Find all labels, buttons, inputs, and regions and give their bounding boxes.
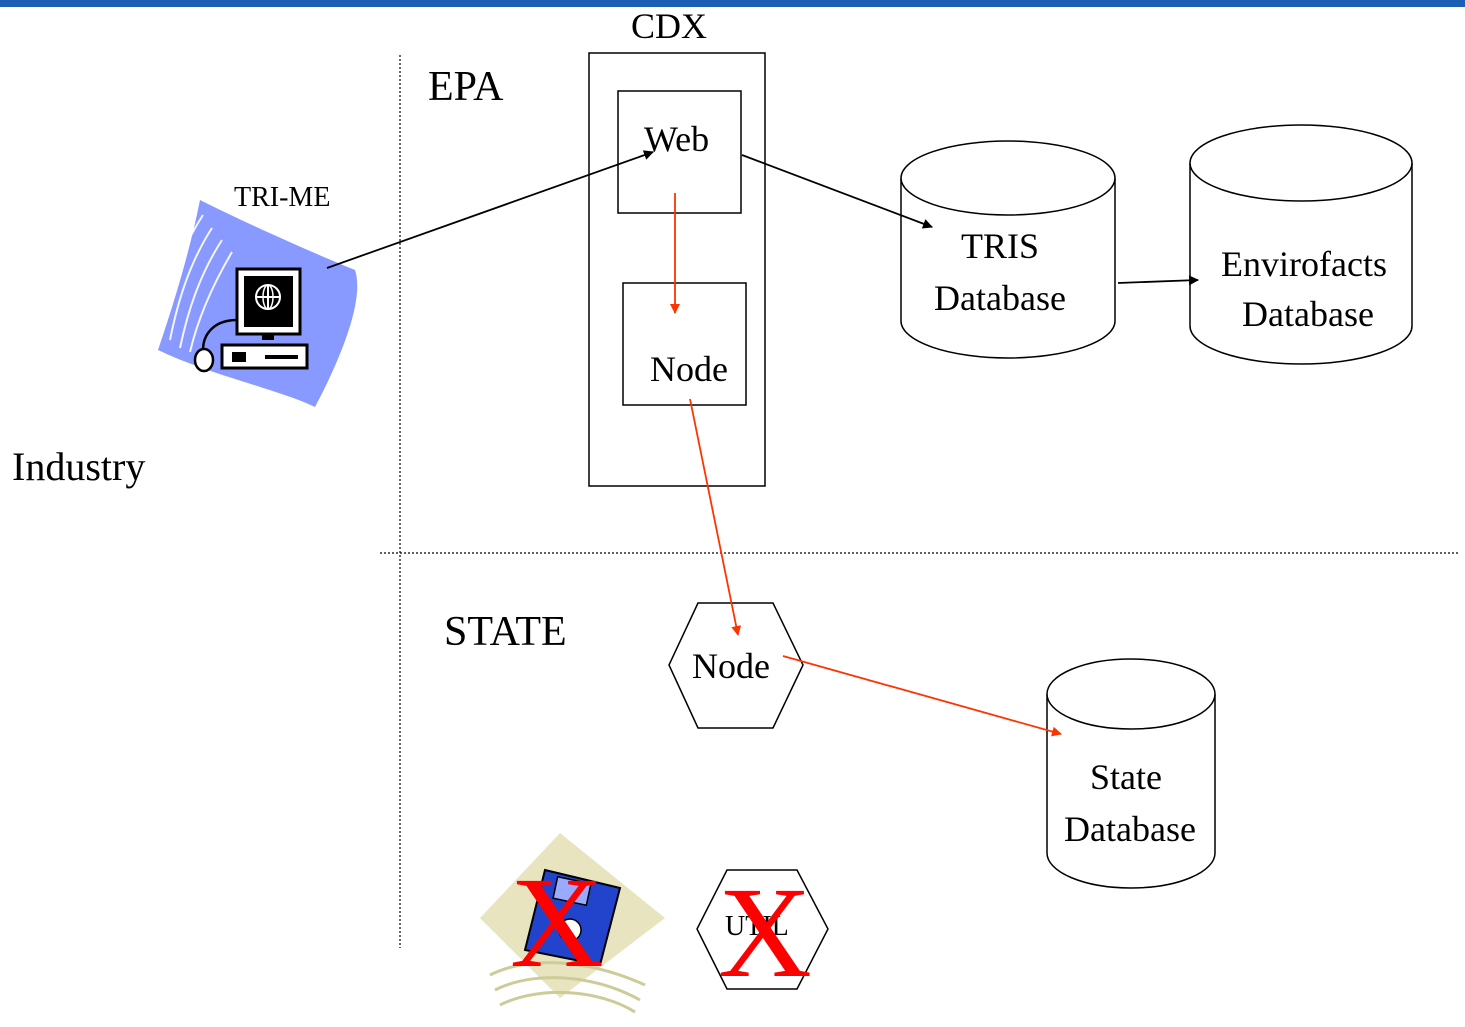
state-database-label-line1: State [1090,757,1162,797]
floppy-disk-icon [480,833,665,1014]
cdx-label: CDX [631,6,708,46]
tris-database-label-line1: TRIS [960,226,1039,266]
tris-database-label-line2: Database [934,278,1066,318]
floppy-x-mark: X [510,851,604,995]
envirofacts-database-label-line1: Envirofacts [1221,244,1387,284]
state-node-hexagon [668,602,804,729]
envirofacts-database-label-line2: Database [1242,294,1374,334]
state-database-label-line2: Database [1064,809,1196,849]
epa-label: EPA [428,64,504,110]
state-node-label: Node [692,646,770,686]
state-label: STATE [444,609,567,655]
flow-state-node-to-state-db [782,655,1062,737]
envirofacts-database [1189,124,1413,365]
cdx-node-box [622,282,747,406]
flow-web-to-tris [741,154,933,229]
industry-label: Industry [12,444,146,489]
flow-cdx-node-to-state-node [689,398,742,636]
cdx-box [588,52,766,487]
flow-trime-to-web [326,150,654,269]
util-label: UTIL [725,911,789,942]
web-box [617,90,742,214]
flow-tris-to-envirofacts [1117,275,1199,286]
util-hexagon [696,869,829,990]
top-rule [0,0,1465,7]
state-database [1046,658,1216,889]
util-x-mark: X [718,861,812,1005]
web-label: Web [644,119,710,159]
tri-me-label: TRI-ME [234,182,331,213]
tris-database [900,140,1116,359]
cdx-node-label: Node [650,349,728,389]
computer-icon [157,200,358,407]
